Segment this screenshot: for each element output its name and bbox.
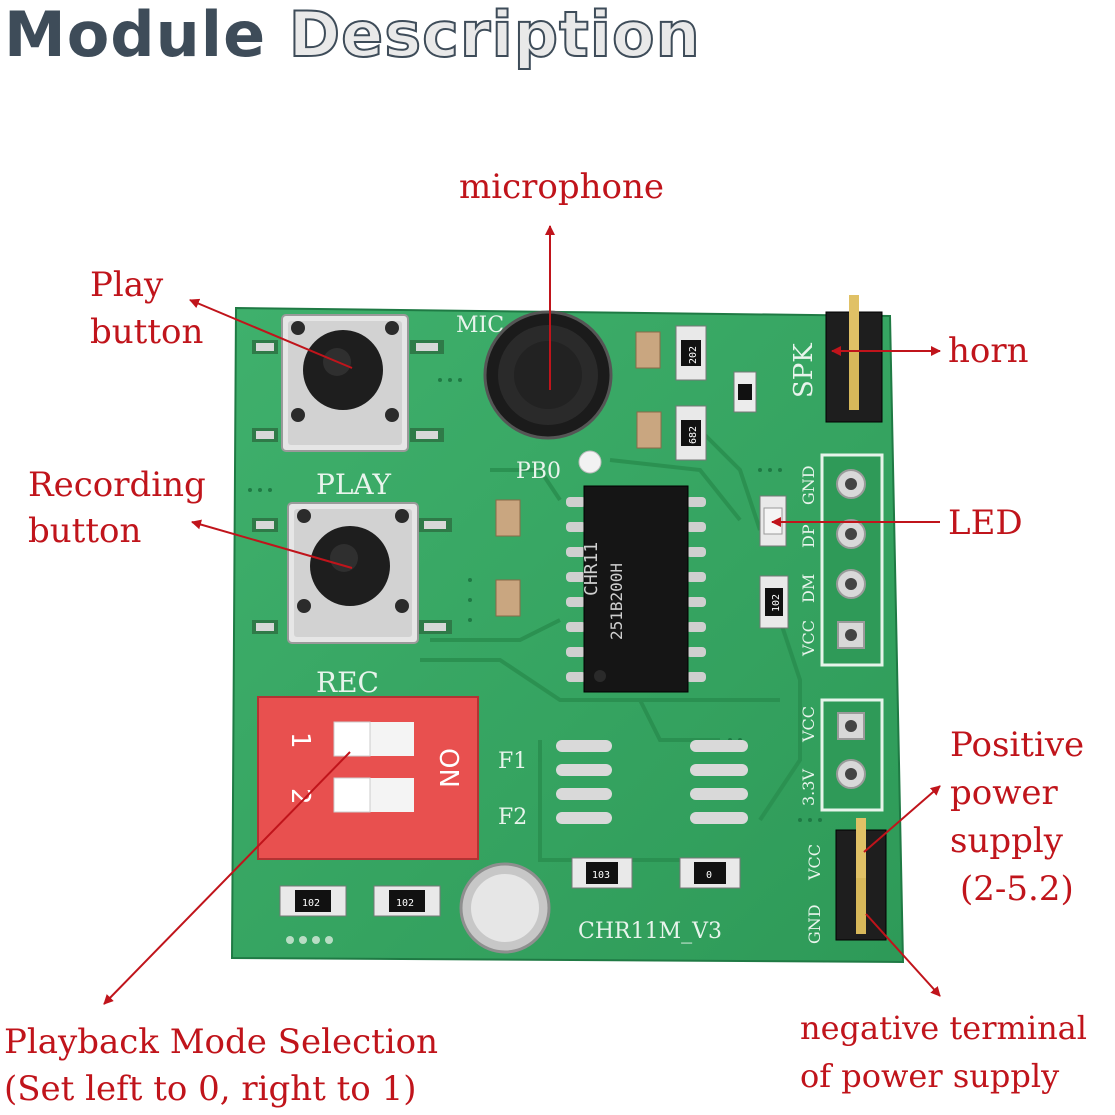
play-button-component	[252, 314, 444, 452]
smd-parts	[279, 325, 789, 917]
dip-1-label: 1	[285, 732, 315, 749]
res-label-202: 202	[688, 346, 699, 364]
res-label-102c: 102	[396, 898, 414, 909]
label-positive-line4: (2-5.2)	[960, 869, 1074, 909]
silk-mic: MIC	[456, 313, 504, 338]
label-positive-line1: Positive	[950, 725, 1085, 765]
label-play-line2: button	[90, 312, 204, 352]
serial-header-holes	[820, 453, 884, 812]
silk-vcc2: VCC	[799, 706, 818, 743]
silk-vcc: VCC	[799, 620, 818, 657]
silk-dp: DP	[799, 524, 818, 548]
silk-spk: SPK	[789, 343, 819, 398]
label-led: LED	[948, 503, 1023, 543]
arrow-recording	[191, 519, 353, 569]
silk-pb0: PB0	[516, 459, 561, 484]
res-label-103: 103	[592, 870, 610, 881]
label-microphone: microphone	[459, 167, 665, 207]
label-negative-line2: of power supply	[800, 1057, 1060, 1095]
mounting-hole-inner	[471, 874, 539, 942]
label-rec-line1: Recording	[28, 465, 206, 505]
ic-chip	[566, 485, 706, 693]
dip-2-label: 2	[285, 788, 315, 805]
silk-3v3: 3.3V	[799, 769, 818, 806]
silk-model: CHR11M_V3	[578, 919, 722, 944]
res-label-0: 0	[706, 870, 712, 881]
silk-gnd: GND	[799, 465, 818, 505]
label-play-line1: Play	[90, 265, 164, 305]
silk-f2: F2	[498, 805, 527, 830]
page-title: Module Description	[4, 0, 701, 72]
label-positive-line3: supply	[950, 821, 1063, 861]
title-word-module: Module	[4, 0, 267, 71]
dip-on-label: ON	[433, 748, 463, 788]
chip-marking-1: CHR11	[581, 542, 602, 596]
arrow-mode	[103, 751, 351, 1005]
speaker-header	[825, 295, 883, 423]
arrow-negative	[865, 913, 941, 997]
coil-pads	[556, 740, 748, 824]
microphone-component	[483, 310, 613, 474]
silk-rec: REC	[316, 666, 379, 699]
silk-f1: F1	[498, 749, 527, 774]
chip-marking-2: 251B200H	[607, 563, 626, 640]
silk-hdr-gnd: GND	[805, 904, 824, 944]
silk-play: PLAY	[316, 468, 392, 501]
silk-hdr-vcc: VCC	[805, 844, 824, 881]
res-label-102b: 102	[302, 898, 320, 909]
label-mode-line2: (Set left to 0, right to 1)	[4, 1069, 417, 1109]
label-positive-line2: power	[950, 773, 1058, 813]
power-header	[835, 818, 887, 941]
title-word-description: Description	[288, 0, 701, 72]
arrow-positive	[863, 785, 941, 853]
record-button-component	[252, 502, 452, 644]
arrow-play	[189, 298, 353, 369]
res-label-682: 682	[688, 426, 699, 444]
dip-switch-component	[257, 696, 479, 860]
label-negative-line1: negative terminal	[800, 1009, 1087, 1047]
label-mode-line1: Playback Mode Selection	[4, 1022, 439, 1062]
res-label-102: 102	[771, 594, 782, 612]
silk-dm: DM	[799, 574, 818, 603]
label-rec-line2: button	[28, 511, 142, 551]
label-horn: horn	[948, 331, 1029, 371]
